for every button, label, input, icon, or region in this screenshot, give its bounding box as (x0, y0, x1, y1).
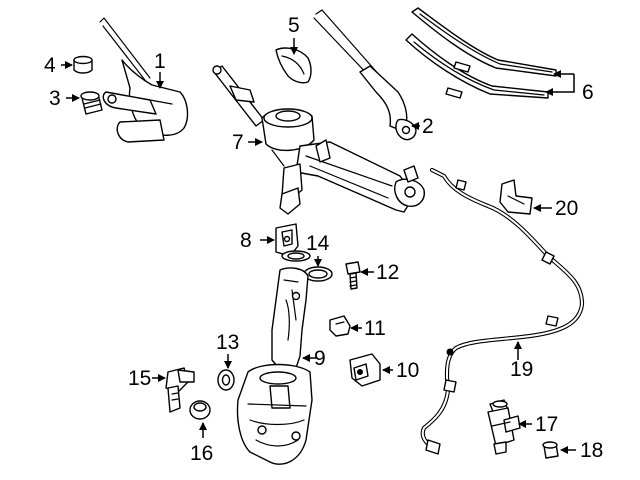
part-8-bracket (275, 223, 299, 257)
callout-20: 20 (555, 197, 578, 220)
callout-19: 19 (510, 358, 533, 381)
callout-13: 13 (216, 331, 239, 354)
callout-16: 16 (190, 442, 213, 465)
part-11-clip (329, 315, 351, 337)
part-5-cover (275, 47, 312, 84)
part-7-wiper-motor-linkage (212, 65, 425, 215)
callout-12: 12 (376, 261, 399, 284)
leader-lines (61, 38, 576, 454)
callout-numbers: 1 2 3 4 5 6 7 8 9 10 11 12 13 14 15 16 1… (44, 14, 603, 465)
callout-10: 10 (396, 359, 419, 382)
part-10-pump-cover (349, 353, 381, 387)
part-9-washer-reservoir (236, 250, 313, 465)
callout-15: 15 (128, 367, 151, 390)
part-16-grommet (189, 400, 211, 420)
part-1-wiper-arm (99, 17, 189, 143)
part-3-bushing (80, 91, 103, 115)
callout-7: 7 (232, 131, 244, 154)
part-12-bolt (345, 261, 361, 290)
part-17-washer-pump (487, 399, 521, 455)
callout-9: 9 (314, 347, 326, 370)
part-18-grommet (542, 441, 559, 459)
callout-14: 14 (306, 232, 330, 255)
part-19-washer-hose (420, 167, 585, 455)
callout-2: 2 (422, 115, 434, 138)
part-14-seal (303, 266, 333, 282)
part-2-wiper-arm (313, 9, 417, 141)
part-6-wiper-blades (405, 7, 557, 99)
callout-17: 17 (535, 413, 558, 436)
part-13-washer (217, 369, 235, 391)
callout-5: 5 (288, 14, 300, 37)
callout-4: 4 (44, 54, 56, 77)
callout-8: 8 (240, 229, 252, 252)
part-4-cap (73, 55, 93, 74)
part-15-level-sensor (165, 367, 195, 413)
part-20-bracket (499, 179, 533, 215)
callout-3: 3 (49, 87, 61, 110)
callout-18: 18 (580, 439, 603, 462)
callout-11: 11 (364, 317, 386, 340)
callout-6: 6 (582, 81, 594, 104)
callout-1: 1 (154, 50, 166, 73)
